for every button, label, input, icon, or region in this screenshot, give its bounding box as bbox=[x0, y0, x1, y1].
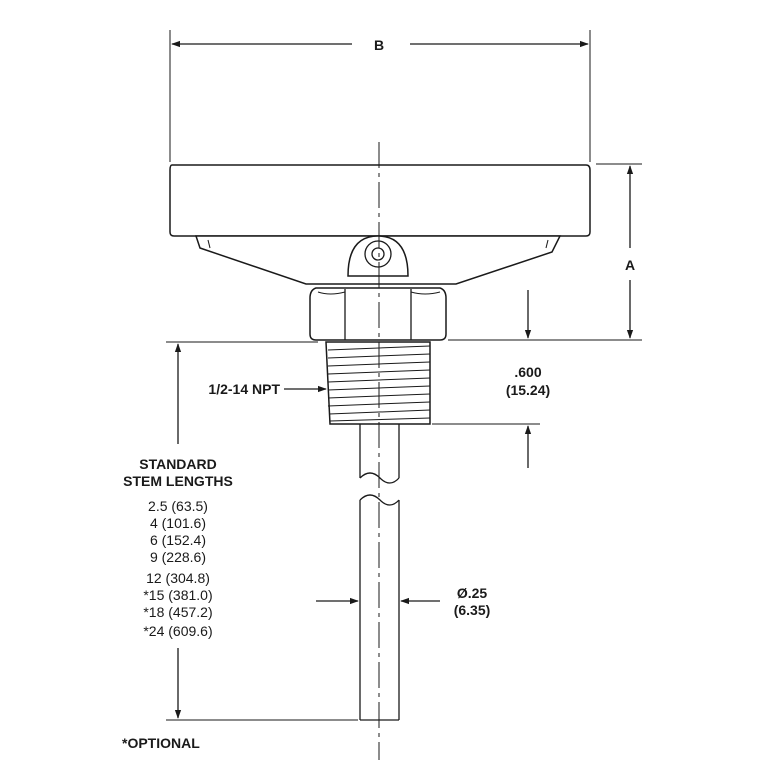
stem-length-item: 9 (228.6) bbox=[150, 549, 206, 565]
stem-length-item: 12 (304.8) bbox=[146, 570, 210, 586]
stem-length-item: 4 (101.6) bbox=[150, 515, 206, 531]
stem-length-item: *15 (381.0) bbox=[143, 587, 212, 603]
stem-break-lower bbox=[359, 494, 400, 506]
stem-length-item: *18 (457.2) bbox=[143, 604, 212, 620]
b-label: B bbox=[374, 37, 384, 53]
stem-diameter-mm-label: (6.35) bbox=[454, 602, 491, 618]
stem-length-item: 6 (152.4) bbox=[150, 532, 206, 548]
thread-length-mm-label: (15.24) bbox=[506, 382, 550, 398]
optional-footnote: *OPTIONAL bbox=[122, 735, 200, 751]
a-label: A bbox=[625, 257, 635, 273]
set-screw-outer bbox=[364, 240, 392, 268]
hex-nut-body bbox=[309, 287, 447, 341]
stem-break-upper bbox=[359, 472, 400, 484]
stem-lengths-list: STANDARD STEM LENGTHS 2.5 (63.5) 4 (101.… bbox=[123, 456, 233, 639]
stem-lengths-title-1: STANDARD bbox=[139, 456, 217, 472]
dimension-thread-length: .600 (15.24) bbox=[432, 290, 550, 468]
gauge-case bbox=[169, 164, 591, 237]
stem-diameter-label: Ø.25 bbox=[457, 585, 488, 601]
dimension-a: A bbox=[448, 163, 642, 341]
thread-length-label: .600 bbox=[514, 364, 541, 380]
set-screw-inner bbox=[371, 247, 385, 261]
dimension-b: B bbox=[169, 30, 591, 162]
stem-length-item: 2.5 (63.5) bbox=[148, 498, 208, 514]
npt-thread bbox=[325, 341, 431, 425]
gauge-boss bbox=[347, 235, 409, 277]
hex-nut bbox=[309, 287, 447, 341]
gauge-head bbox=[169, 164, 591, 285]
thread-spec-label: 1/2-14 NPT bbox=[208, 381, 280, 397]
dimension-stem-length bbox=[166, 341, 358, 721]
thread-spec-callout: 1/2-14 NPT bbox=[208, 381, 327, 397]
dimension-stem-diameter: Ø.25 (6.35) bbox=[316, 585, 490, 618]
stem-lengths-title-2: STEM LENGTHS bbox=[123, 473, 233, 489]
stem-length-item: *24 (609.6) bbox=[143, 623, 212, 639]
stem bbox=[359, 424, 400, 721]
